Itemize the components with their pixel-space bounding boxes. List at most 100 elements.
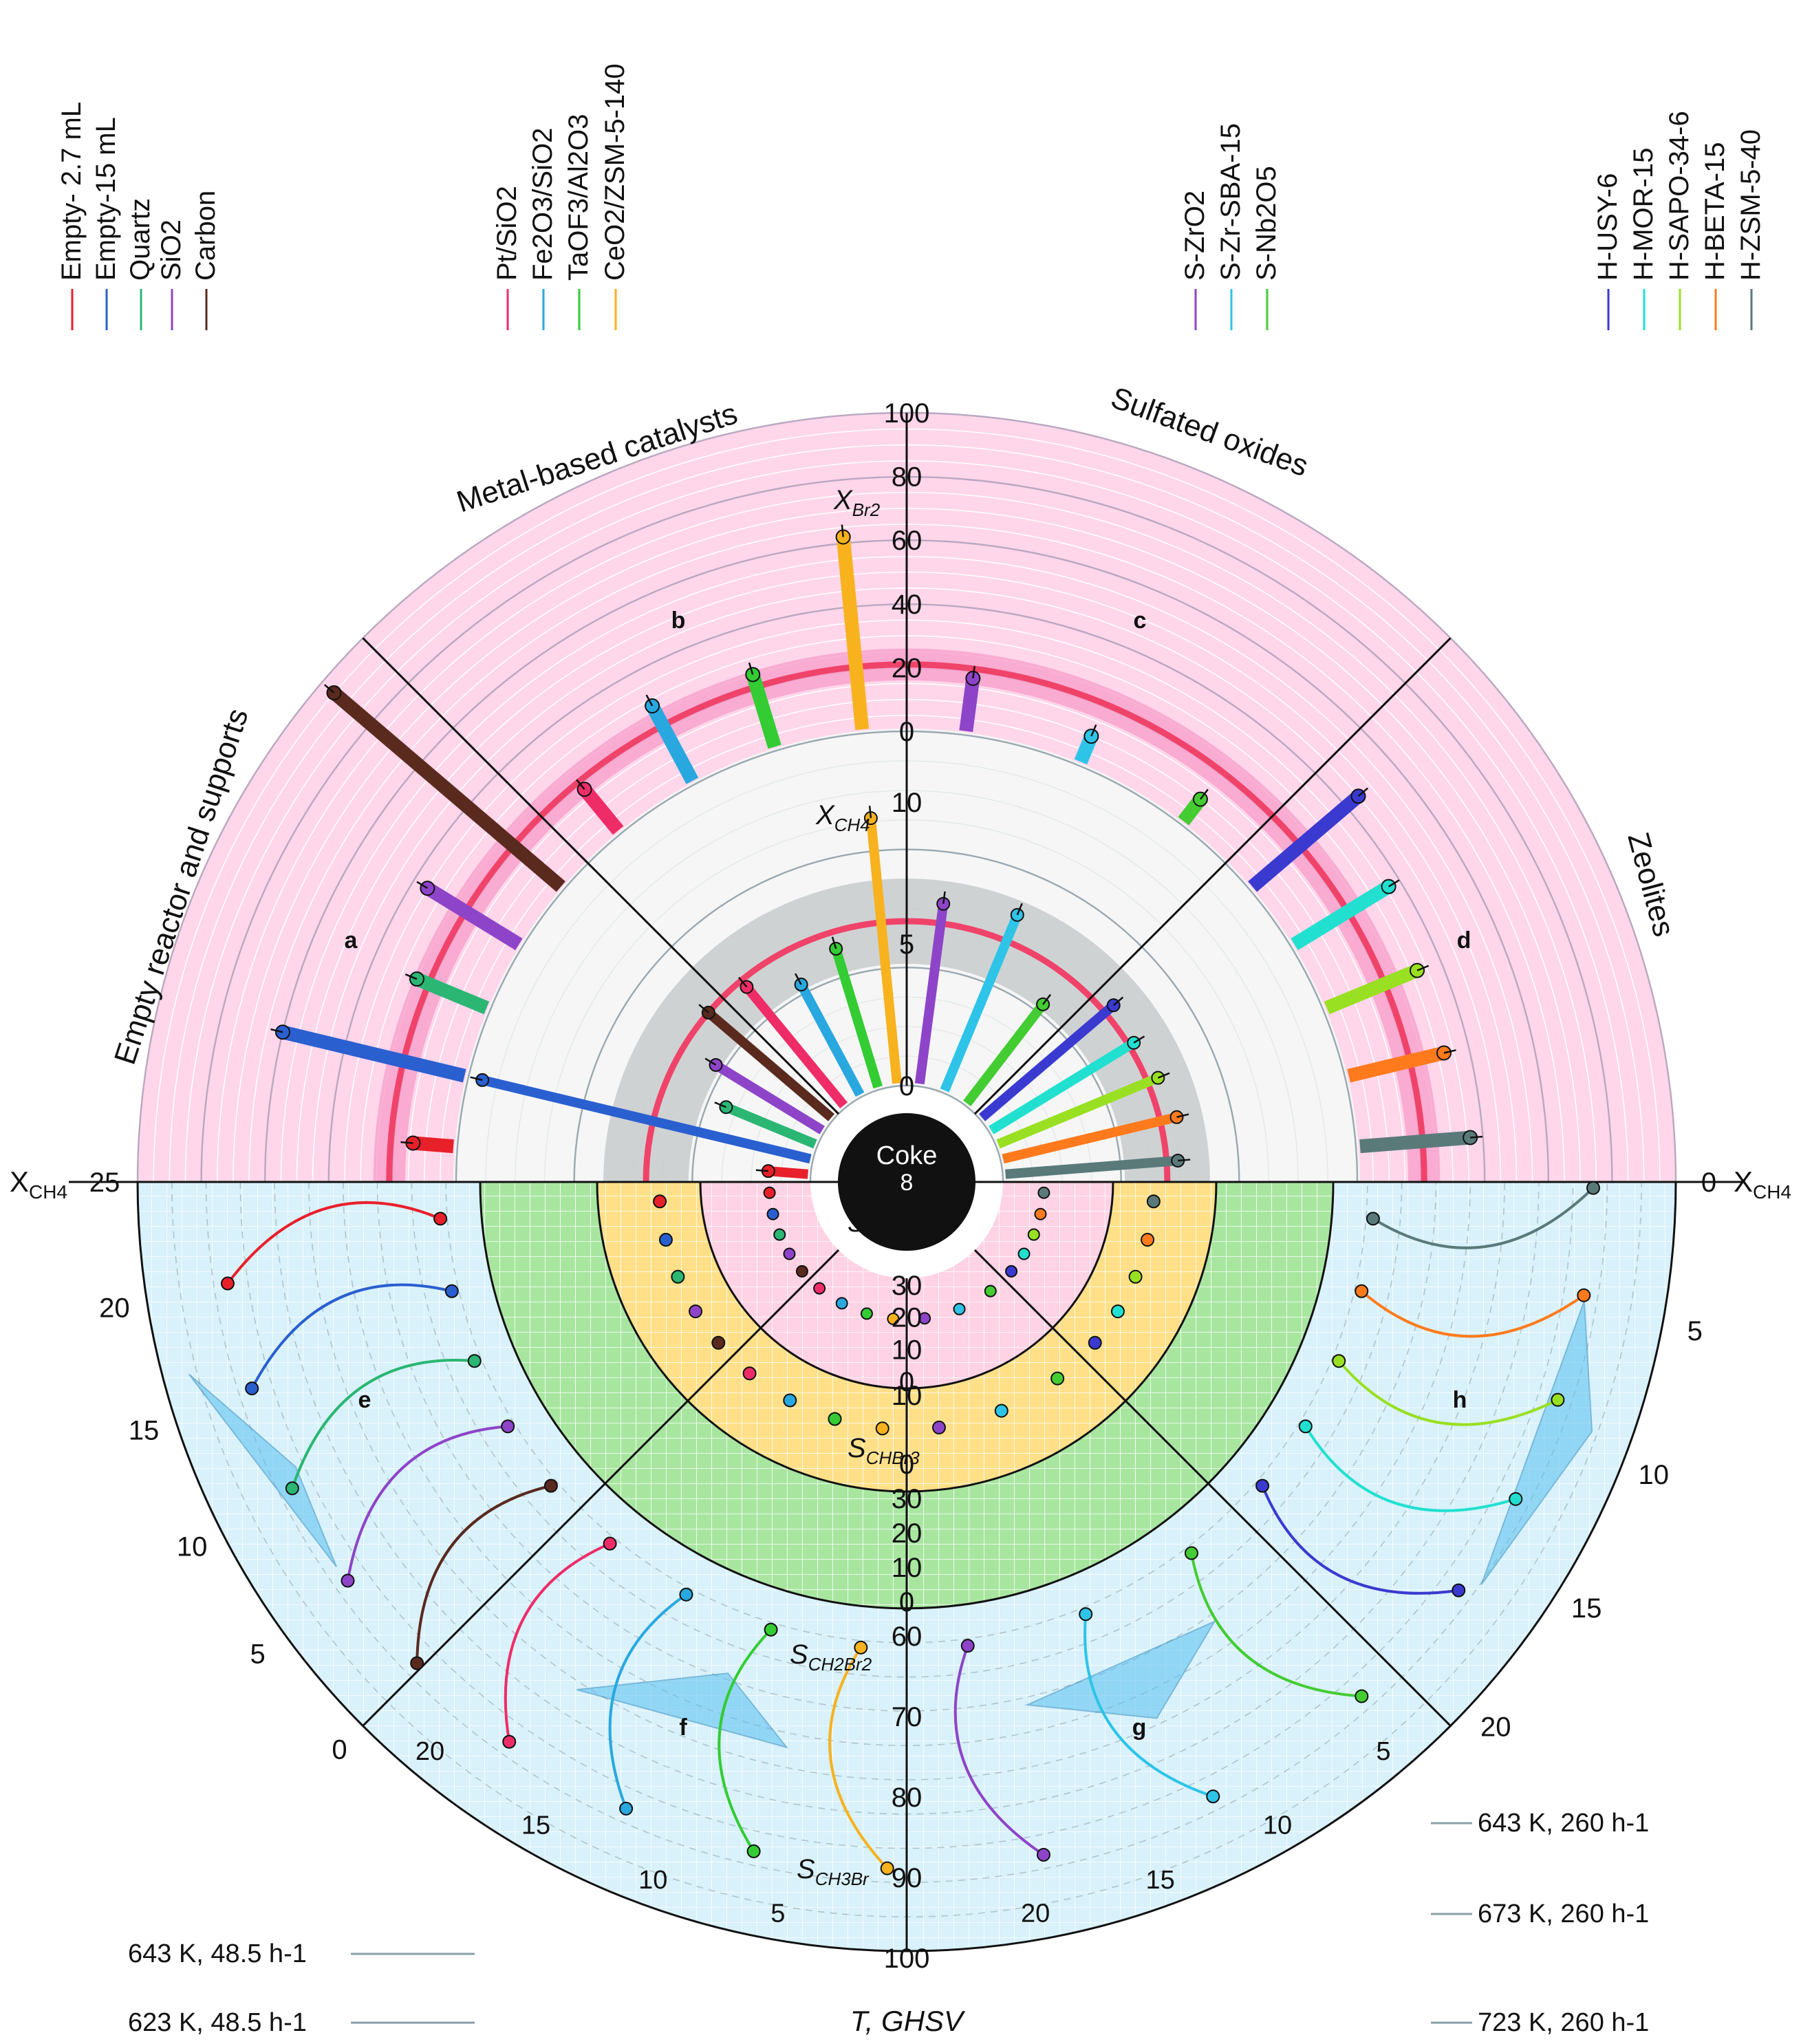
lower-tick-label: 90 — [892, 1863, 923, 1893]
left-xch4-tick: 25 — [89, 1168, 120, 1198]
catalyst-legend-label: SiO2 — [156, 219, 186, 281]
selectivity-point — [960, 1639, 975, 1653]
selectivity-point — [410, 1656, 424, 1670]
xbr2-bar — [959, 677, 980, 732]
selectivity-curve — [1261, 1485, 1459, 1595]
xch4-errorbar — [1178, 1159, 1191, 1162]
xch4-bar — [481, 1075, 812, 1164]
xbr2-bar — [329, 687, 565, 892]
scox-point — [918, 1312, 931, 1325]
xbr2-errorbar — [416, 881, 429, 890]
panel-label-g: g — [1132, 1714, 1147, 1741]
xch4-tick-label: 0 — [899, 1071, 914, 1101]
sector-divider — [973, 637, 1452, 1115]
sch2br2-ring — [480, 1182, 1333, 1609]
selectivity-point — [501, 1419, 515, 1434]
xch4-bar — [978, 1001, 1117, 1121]
selectivity-point — [1586, 1181, 1600, 1195]
schbr3-point — [828, 1412, 842, 1426]
xch4-gridline — [809, 1084, 1004, 1183]
left-xch4-tick: 20 — [99, 1293, 130, 1323]
schbr3-point — [1088, 1335, 1102, 1350]
scox-point — [763, 1186, 776, 1199]
condition-label-4: 673 K, 260 h-1 — [1478, 1900, 1649, 1928]
lower-tick-label: 10 — [892, 1335, 923, 1365]
xch4-bar — [989, 1038, 1136, 1134]
selectivity-curve — [953, 1645, 1045, 1856]
selectivity-point — [285, 1481, 299, 1496]
xbr2-errorbar — [1357, 787, 1368, 797]
selectivity-curve — [718, 1628, 773, 1852]
xch4-errorbar — [738, 976, 748, 988]
selectivity-curve — [1189, 1553, 1362, 1698]
scox-point — [1027, 1228, 1040, 1241]
right-xch4-tick: 15 — [1571, 1593, 1602, 1624]
xch4-bar — [713, 1061, 825, 1134]
xch4-bar — [1005, 1155, 1178, 1179]
tradeoff-region — [1024, 1620, 1216, 1719]
xch4-errorbar — [755, 1169, 768, 1172]
catalyst-legend-label: S-Nb2O5 — [1251, 166, 1282, 281]
selectivity-point — [444, 1284, 459, 1298]
schbr3-point — [689, 1304, 703, 1319]
lower-tick-label: 30 — [892, 1271, 923, 1301]
schbr3-point — [1128, 1269, 1143, 1284]
catalyst-legend-label: S-Zr-SBA-15 — [1216, 123, 1246, 281]
selectivity-point — [679, 1587, 693, 1602]
xbr2-errorbar — [576, 779, 585, 790]
schbr3-point — [875, 1421, 889, 1436]
selectivity-point — [1184, 1546, 1198, 1560]
lower-tick-label: 20 — [892, 1518, 923, 1549]
left-xch4-tick: 0 — [332, 1734, 347, 1765]
xch4-bar — [724, 1102, 817, 1149]
xch4-errorbar — [1042, 993, 1052, 1005]
xbr2-errorbar — [405, 973, 418, 980]
condition-label-3: 643 K, 260 h-1 — [1478, 1809, 1649, 1838]
scox-point — [783, 1247, 796, 1260]
coke-disk — [838, 1113, 975, 1251]
xbr2-bar — [579, 784, 624, 835]
bottom-right-tick: 20 — [1021, 1900, 1050, 1928]
xch4-bar — [963, 1001, 1047, 1107]
selectivity-point — [1036, 1847, 1050, 1862]
panel-label-c: c — [1134, 607, 1147, 634]
lower-tick-label: 100 — [884, 1944, 930, 1974]
xbr2-errorbar — [1090, 724, 1097, 737]
xch4-bar — [914, 903, 949, 1085]
schbr3-point — [931, 1420, 946, 1434]
xbr2-bar — [1347, 1046, 1446, 1083]
selectivity-point — [1577, 1288, 1591, 1302]
selectivity-point — [746, 1844, 761, 1858]
catalyst-legend-label: H-BETA-15 — [1700, 142, 1730, 281]
lower-tick-label: 0 — [899, 1367, 914, 1397]
catalyst-legend-label: H-SAPO-34-6 — [1664, 111, 1694, 281]
lower-tick-label: 20 — [892, 1303, 923, 1333]
catalyst-legend-label: Carbon — [191, 191, 221, 281]
xch4-errorbar — [714, 1101, 726, 1108]
panel-label-f: f — [679, 1714, 687, 1741]
right-xch4-tick: 20 — [1480, 1712, 1511, 1742]
selectivity-point — [619, 1801, 634, 1816]
selectivity-point — [467, 1354, 482, 1368]
selectivity-curve — [1337, 1359, 1559, 1426]
xbr2-tick-label: 20 — [892, 653, 923, 683]
selectivity-point — [341, 1573, 355, 1588]
left-xch4-label: XCH4 — [10, 1165, 67, 1203]
schbr3-point — [653, 1194, 667, 1209]
catalyst-legend-label: S-ZrO2 — [1180, 191, 1210, 281]
condition-label-5: 723 K, 260 h-1 — [1478, 2008, 1649, 2037]
tradeoff-region — [576, 1672, 789, 1749]
selectivity-point — [433, 1212, 448, 1226]
xbr2-tick-label: 60 — [892, 526, 923, 556]
xch4-bar — [940, 913, 1022, 1093]
scox-point — [1005, 1265, 1018, 1278]
scox-point — [795, 1265, 808, 1278]
right-xch4-label: XCH4 — [1734, 1165, 1791, 1203]
selectivity-point — [1255, 1478, 1270, 1493]
xch4-tick-label: 10 — [892, 788, 923, 818]
selectivity-point — [1355, 1284, 1369, 1298]
lower-tick-label: 10 — [892, 1381, 923, 1411]
scox-point — [887, 1313, 900, 1326]
xbr2-bar — [1359, 1130, 1471, 1154]
